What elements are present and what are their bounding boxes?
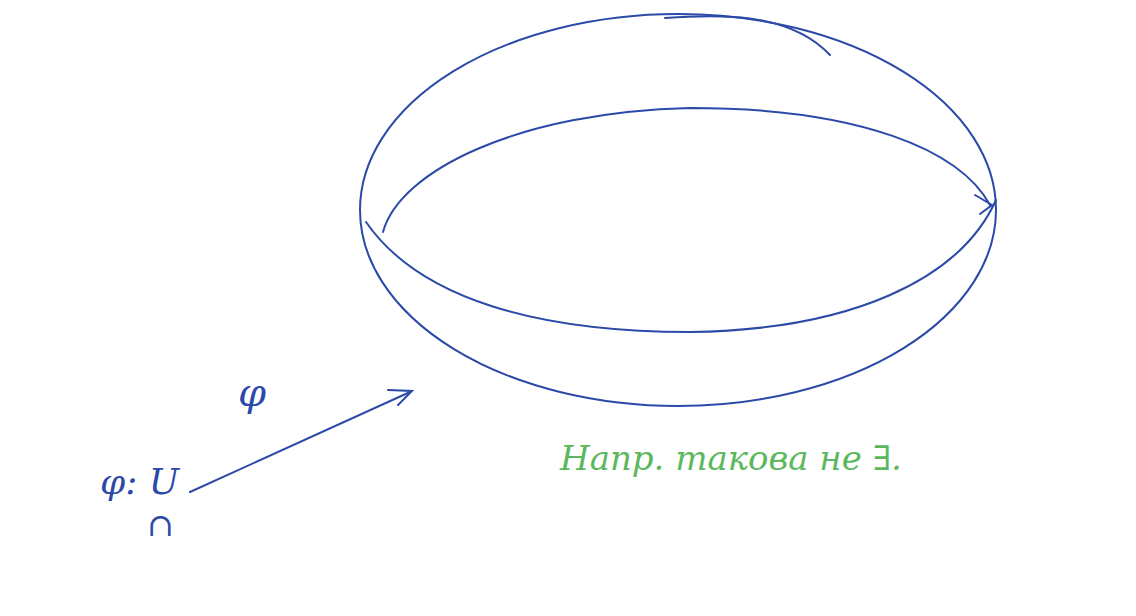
map-symbol: φ: [238, 370, 266, 414]
arrow-head: [388, 390, 412, 405]
torus-inner-lower: [366, 200, 996, 332]
note: Напр. такова не ∃.: [560, 440, 902, 477]
map-arrow: [190, 392, 410, 492]
subset-sign: ∩: [147, 508, 174, 543]
torus-top-stroke: [665, 16, 830, 55]
torus-tick: [975, 195, 992, 214]
torus-inner-upper: [383, 108, 990, 232]
torus-outline: [360, 14, 996, 406]
map-domain: φ: U: [100, 462, 179, 502]
